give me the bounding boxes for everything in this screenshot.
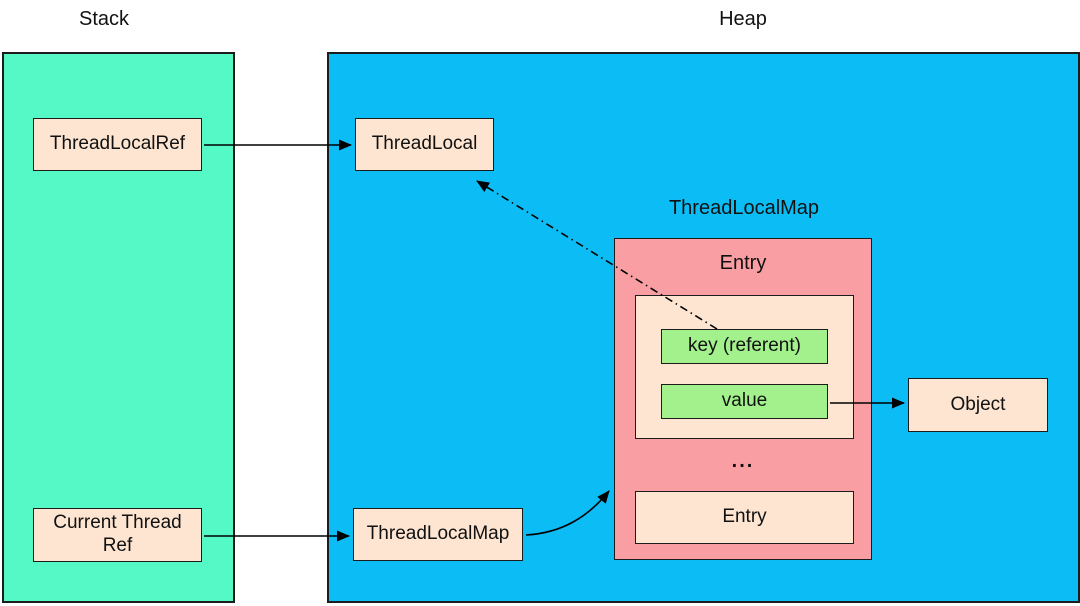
slot-value: value	[661, 384, 828, 419]
more-entries-ellipsis: ...	[731, 450, 755, 472]
entry-title: Entry	[719, 252, 767, 274]
node-object: Object	[908, 378, 1048, 432]
threadlocalmap-title: ThreadLocalMap	[668, 197, 820, 219]
node-threadlocalmap: ThreadLocalMap	[353, 508, 523, 561]
node-entry-bottom: Entry	[635, 491, 854, 544]
node-threadlocalref: ThreadLocalRef	[33, 118, 202, 171]
node-threadlocal: ThreadLocal	[355, 118, 494, 171]
slot-key-referent: key (referent)	[661, 329, 828, 364]
node-current-thread-ref: Current Thread Ref	[33, 508, 202, 562]
stack-region-title: Stack	[78, 8, 130, 30]
heap-region-title: Heap	[719, 8, 767, 30]
